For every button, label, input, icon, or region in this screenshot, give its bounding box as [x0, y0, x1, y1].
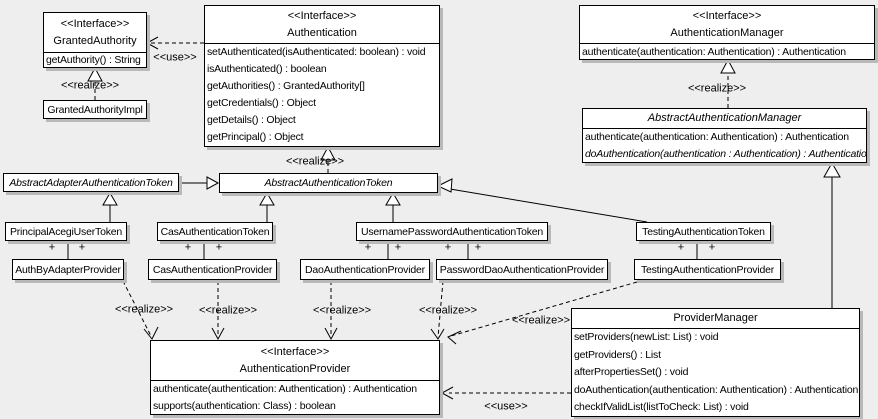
- method-compartment: authenticate(authentication: Authenticat…: [580, 43, 874, 60]
- method: getPrincipal() : Object: [207, 131, 304, 143]
- class-cas-authentication-token[interactable]: CasAuthenticationToken: [157, 222, 273, 241]
- class-name: UsernamePasswordAuthenticationToken: [360, 225, 544, 238]
- class-title: AbstractAuthenticationManager: [583, 109, 866, 128]
- class-name: DaoAuthenticationProvider: [305, 263, 425, 276]
- class-name: Authentication: [287, 26, 357, 39]
- realize-label: <<realize>>: [285, 155, 345, 168]
- method: isAuthenticated() : boolean: [207, 63, 327, 75]
- class-name: AuthByAdapterProvider: [15, 263, 121, 276]
- method-abstract: doAuthentication(authentication : Authen…: [585, 148, 866, 160]
- realize-arrowheads: [87, 58, 736, 161]
- dependency-edges: [94, 42, 729, 394]
- class-name: TestingAuthenticationProvider: [640, 263, 775, 276]
- class-provider-manager[interactable]: ProviderManager setProviders(newList: Li…: [571, 308, 860, 417]
- class-name: GrantedAuthorityImpl: [47, 103, 143, 116]
- class-name: ProviderManager: [673, 312, 758, 324]
- multiplicity-plus: +: [78, 241, 86, 254]
- class-abstract-adapter-authentication-token[interactable]: AbstractAdapterAuthenticationToken: [3, 173, 179, 192]
- stereotype: <<Interface>>: [287, 9, 357, 22]
- method-compartment: authenticate(authentication: Authenticat…: [583, 128, 866, 163]
- class-authentication[interactable]: <<Interface>> Authentication setAuthenti…: [204, 5, 440, 147]
- class-name: GrantedAuthority: [53, 34, 137, 47]
- class-name: PasswordDaoAuthenticationProvider: [439, 263, 605, 276]
- multiplicity-plus: +: [364, 241, 372, 254]
- method: doAuthentication(authentication: Authent…: [574, 383, 859, 396]
- use-label: <<use>>: [484, 400, 528, 413]
- class-name: TestingAuthenticationToken: [642, 225, 765, 238]
- class-name: AbstractAuthenticationToken: [264, 177, 393, 189]
- class-testing-authentication-provider[interactable]: TestingAuthenticationProvider: [634, 259, 781, 280]
- realize-label: <<realize>>: [114, 303, 174, 316]
- stereotype: <<Interface>>: [692, 9, 762, 22]
- class-granted-authority-impl[interactable]: GrantedAuthorityImpl: [43, 100, 147, 119]
- method: authenticate(authentication: Authenticat…: [153, 383, 417, 395]
- class-username-password-authentication-token[interactable]: UsernamePasswordAuthenticationToken: [356, 222, 548, 241]
- class-password-dao-authentication-provider[interactable]: PasswordDaoAuthenticationProvider: [436, 259, 608, 280]
- method: getDetails() : Object: [207, 114, 296, 126]
- use-label: <<use>>: [153, 51, 197, 64]
- method: authenticate(authentication: Authenticat…: [582, 46, 846, 58]
- class-title: <<Interface>> Authentication: [205, 6, 439, 43]
- method-compartment: authenticate(authentication: Authenticat…: [151, 380, 439, 415]
- class-name: AuthenticationProvider: [239, 362, 351, 375]
- stereotype: <<Interface>>: [60, 17, 130, 30]
- method-compartment: getAuthority() : String: [44, 52, 146, 68]
- class-testing-authentication-token[interactable]: TestingAuthenticationToken: [636, 222, 771, 241]
- association-edges: [67, 241, 698, 259]
- stereotype: <<Interface>>: [260, 345, 330, 358]
- class-abstract-authentication-token[interactable]: AbstractAuthenticationToken: [219, 173, 438, 193]
- class-authentication-manager[interactable]: <<Interface>> AuthenticationManager auth…: [579, 5, 875, 60]
- multiplicity-plus: +: [215, 241, 223, 254]
- class-name: CasAuthenticationToken: [160, 225, 270, 238]
- method: getAuthority() : String: [46, 54, 141, 66]
- class-title: <<Interface>> AuthenticationProvider: [151, 341, 439, 380]
- realize-label: <<realize>>: [198, 304, 258, 317]
- class-title: <<Interface>> AuthenticationManager: [580, 6, 874, 43]
- multiplicity-plus: +: [394, 241, 402, 254]
- class-dao-authentication-provider[interactable]: DaoAuthenticationProvider: [300, 259, 430, 280]
- class-name: AuthenticationManager: [670, 26, 784, 39]
- method: setAuthenticated(isAuthenticated: boolea…: [207, 46, 426, 58]
- method: getProviders() : List: [574, 348, 661, 361]
- class-principal-acegi-user-token[interactable]: PrincipalAcegiUserToken: [5, 222, 127, 241]
- method: getAuthorities() : GrantedAuthority[]: [207, 80, 365, 92]
- method-compartment: setProviders(newList: List) : void getPr…: [572, 328, 859, 417]
- class-abstract-authentication-manager[interactable]: AbstractAuthenticationManager authentica…: [582, 108, 867, 163]
- open-arrowheads: [143, 36, 462, 400]
- multiplicity-plus: +: [677, 241, 685, 254]
- class-auth-by-adapter-provider[interactable]: AuthByAdapterProvider: [12, 259, 124, 280]
- realize-label: <<realize>>: [687, 82, 747, 95]
- multiplicity-plus: +: [708, 241, 716, 254]
- class-name: PrincipalAcegiUserToken: [9, 225, 123, 238]
- method: checkIfValidList(listToCheck: List) : vo…: [574, 401, 749, 414]
- class-cas-authentication-provider[interactable]: CasAuthenticationProvider: [148, 259, 277, 280]
- realize-label: <<realize>>: [418, 304, 478, 317]
- class-granted-authority[interactable]: <<Interface>> GrantedAuthority getAuthor…: [43, 12, 147, 68]
- generalization-edges: [102, 161, 841, 308]
- method: supports(authentication: Class) : boolea…: [153, 400, 336, 412]
- realize-label: <<realize>>: [60, 79, 120, 92]
- multiplicity-plus: +: [444, 241, 452, 254]
- class-title: ProviderManager: [572, 309, 859, 328]
- realize-label: <<realize>>: [511, 314, 571, 327]
- method: afterPropertiesSet() : void: [574, 366, 689, 379]
- class-title: <<Interface>> GrantedAuthority: [44, 13, 146, 52]
- multiplicity-plus: +: [474, 241, 482, 254]
- class-authentication-provider[interactable]: <<Interface>> AuthenticationProvider aut…: [150, 340, 440, 415]
- class-name: CasAuthenticationProvider: [152, 263, 273, 276]
- method: getCredentials() : Object: [207, 97, 316, 109]
- realize-label: <<realize>>: [312, 304, 372, 317]
- multiplicity-plus: +: [184, 241, 192, 254]
- class-name: AbstractAdapterAuthenticationToken: [9, 176, 173, 189]
- multiplicity-plus: +: [48, 241, 56, 254]
- method: authenticate(authentication: Authenticat…: [585, 131, 849, 143]
- class-name: AbstractAuthenticationManager: [647, 112, 802, 124]
- method: setProviders(newList: List) : void: [574, 331, 719, 343]
- method-compartment: setAuthenticated(isAuthenticated: boolea…: [205, 43, 439, 146]
